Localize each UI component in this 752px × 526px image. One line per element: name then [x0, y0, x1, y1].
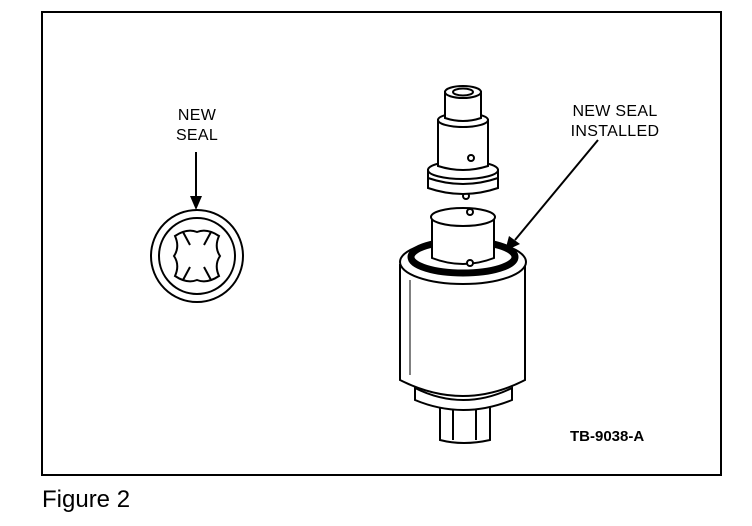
new-seal-label-line1: NEW	[177, 107, 217, 124]
installed-seal-arrow	[505, 139, 599, 251]
new-seal-drawing	[150, 209, 244, 303]
figure-caption: Figure 2	[42, 486, 131, 513]
new-seal-label: NEW SEAL	[166, 106, 228, 146]
installed-seal-label-line1: NEW SEAL	[572, 103, 658, 120]
drawing-id: TB-9038-A	[570, 428, 645, 445]
new-seal-arrow	[190, 152, 202, 210]
valve-assembly-drawing	[399, 85, 527, 444]
installed-seal-label-line2: INSTALLED	[570, 123, 660, 140]
new-seal-label-line2: SEAL	[175, 127, 219, 144]
figure-frame	[41, 11, 722, 476]
installed-seal-label: NEW SEAL INSTALLED	[552, 102, 678, 142]
